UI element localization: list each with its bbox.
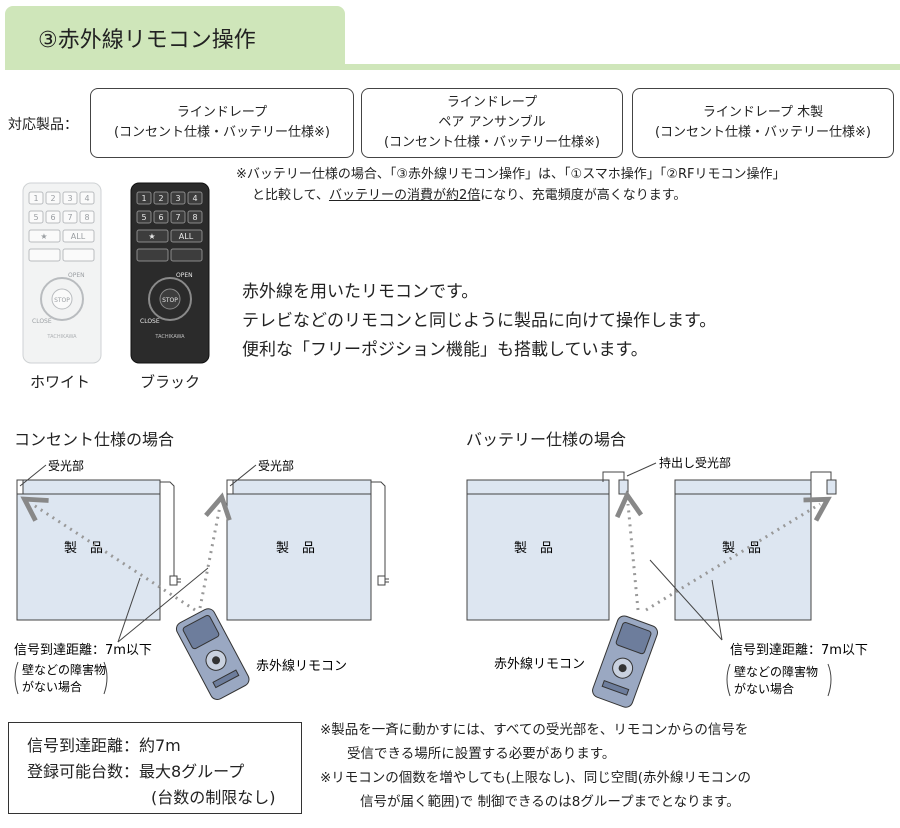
key-label: 1	[141, 194, 146, 203]
product-name: ラインドレープ 木製	[702, 105, 824, 120]
key-label: 5	[33, 213, 38, 222]
key-label: 3	[67, 194, 72, 203]
product-subname: ペア アンサンブル	[438, 115, 546, 130]
product-name: ラインドレープ	[446, 95, 538, 110]
ir-remote-icon	[592, 615, 658, 708]
white-label: ホワイト	[30, 373, 91, 391]
outlet-section-title: コンセント仕様の場合	[14, 430, 175, 449]
outlet-product-panel-right: 製 品	[226, 479, 389, 621]
footnote-line: ※製品を一斉に動かすには、すべての受光部を、リモコンからの信号を	[320, 722, 749, 738]
key-label: 5	[141, 213, 146, 222]
page-title: ③赤外線リモコン操作	[38, 28, 256, 53]
key-label: 4	[84, 194, 89, 203]
battery-product-panel-right: 製 品	[674, 471, 837, 621]
outlet-product-panel-left: 製 品	[16, 479, 181, 621]
header-tab	[5, 6, 345, 68]
key-label: 1	[33, 194, 38, 203]
key-label: ALL	[179, 232, 194, 241]
key-label: ★	[40, 232, 47, 241]
battery-section-title: バッテリー仕様の場合	[466, 430, 627, 449]
spec-box: 信号到達距離：約7m 登録可能台数：最大8グループ (台数の制限なし)	[8, 722, 302, 814]
open-label: OPEN	[68, 272, 85, 279]
condition-label: がない場合	[734, 681, 794, 696]
close-label: CLOSE	[140, 318, 160, 325]
product-spec: (コンセント仕様・バッテリー仕様※)	[383, 135, 601, 150]
footnote-line: 信号が届く範囲)で 制御できるのは8グループまでとなります。	[360, 794, 740, 810]
description-line: 便利な「フリーポジション機能」も搭載しています。	[242, 340, 648, 360]
key-label: ★	[148, 232, 155, 241]
product-name: ラインドレープ	[176, 105, 268, 120]
ir-remote-icon	[175, 608, 250, 700]
distance-label: 信号到達距離：7m以下	[730, 643, 868, 658]
diagrams: 製 品 製 品 受光部 受光部 赤外線リモコン 信号到達距離：7m以下 壁などの…	[14, 455, 868, 708]
spec-capacity: 登録可能台数：最大8グループ	[27, 762, 245, 781]
battery-note: ※バッテリー仕様の場合、「③赤外線リモコン操作」は、「①スマホ操作」「②RFリモ…	[236, 164, 900, 206]
key-label: 2	[50, 194, 55, 203]
key-label: 8	[192, 213, 197, 222]
condition-label: 壁などの障害物	[734, 664, 818, 679]
stop-label: STOP	[162, 297, 178, 304]
product-spec: (コンセント仕様・バッテリー仕様※)	[654, 125, 872, 140]
product-label: 製 品	[722, 541, 761, 556]
close-label: CLOSE	[32, 318, 52, 325]
key-label: 7	[67, 213, 72, 222]
open-label: OPEN	[176, 272, 193, 279]
description: 赤外線を用いたリモコンです。 テレビなどのリモコンと同じように製品に向けて操作し…	[242, 278, 716, 365]
battery-product-panel-left: 製 品	[466, 471, 629, 621]
product-label: 製 品	[514, 541, 553, 556]
products-label: 対応製品：	[8, 117, 78, 133]
portable-receiver-label: 持出し受光部	[659, 455, 731, 470]
receiver-label: 受光部	[258, 458, 294, 473]
distance-label: 信号到達距離：7m以下	[14, 643, 152, 658]
key-label: 7	[175, 213, 180, 222]
product-box-wood: ラインドレープ 木製 (コンセント仕様・バッテリー仕様※)	[632, 88, 894, 158]
key-label: 4	[192, 194, 197, 203]
footnote-line: 受信できる場所に設置する必要があります。	[347, 746, 616, 762]
product-label: 製 品	[64, 541, 103, 556]
description-line: テレビなどのリモコンと同じように製品に向けて操作します。	[242, 311, 717, 331]
product-box-linedrape: ラインドレープ (コンセント仕様・バッテリー仕様※)	[90, 88, 354, 158]
battery-note-line1: ※バッテリー仕様の場合、「③赤外線リモコン操作」は、「①スマホ操作」「②RFリモ…	[236, 167, 786, 182]
description-line: 赤外線を用いたリモコンです。	[242, 282, 479, 302]
key-label: 6	[50, 213, 55, 222]
condition-label: 壁などの障害物	[22, 662, 106, 677]
brand-label: TACHIKAWA	[46, 334, 77, 340]
key-label: ALL	[71, 232, 86, 241]
remote-label: 赤外線リモコン	[494, 656, 585, 672]
white-remote-icon: 1 2 3 4 5 6 7 8 ★ ALL OPEN STOP CLOSE TACHIKAWA	[22, 182, 102, 364]
battery-note-line2: と比較して、バッテリーの消費が約2倍になり、充電頻度が高くなります。	[252, 188, 687, 203]
black-remote-icon: 1 2 3 4 5 6 7 8 ★ ALL OPEN STOP CLOSE TACHIKAWA	[130, 182, 210, 364]
key-label: 2	[158, 194, 163, 203]
footnotes: ※製品を一斉に動かすには、すべての受光部を、リモコンからの信号を 受信できる場所…	[320, 718, 751, 814]
product-spec: (コンセント仕様・バッテリー仕様※)	[113, 125, 331, 140]
remote-illustrations: 1 2 3 4 5 6 7 8 ★ ALL OPEN STOP CLOSE TACHIKAWA…	[22, 182, 210, 364]
product-label: 製 品	[276, 541, 315, 556]
key-label: 8	[84, 213, 89, 222]
receiver-label: 受光部	[48, 458, 84, 473]
spec-capacity-note: (台数の制限なし)	[151, 788, 276, 807]
remote-label: 赤外線リモコン	[256, 658, 347, 674]
key-label: 6	[158, 213, 163, 222]
black-label: ブラック	[140, 373, 201, 391]
stop-label: STOP	[54, 297, 70, 304]
brand-label: TACHIKAWA	[154, 334, 185, 340]
condition-label: がない場合	[22, 679, 82, 694]
battery-consumption-highlight: バッテリーの消費が約2倍	[328, 188, 481, 203]
spec-distance: 信号到達距離：約7m	[27, 736, 181, 755]
header-underline	[5, 64, 900, 70]
footnote-line: ※リモコンの個数を増やしても(上限なし)、同じ空間(赤外線リモコンの	[320, 770, 752, 786]
product-box-pair-ensemble: ラインドレープ ペア アンサンブル (コンセント仕様・バッテリー仕様※)	[361, 88, 623, 158]
key-label: 3	[175, 194, 180, 203]
